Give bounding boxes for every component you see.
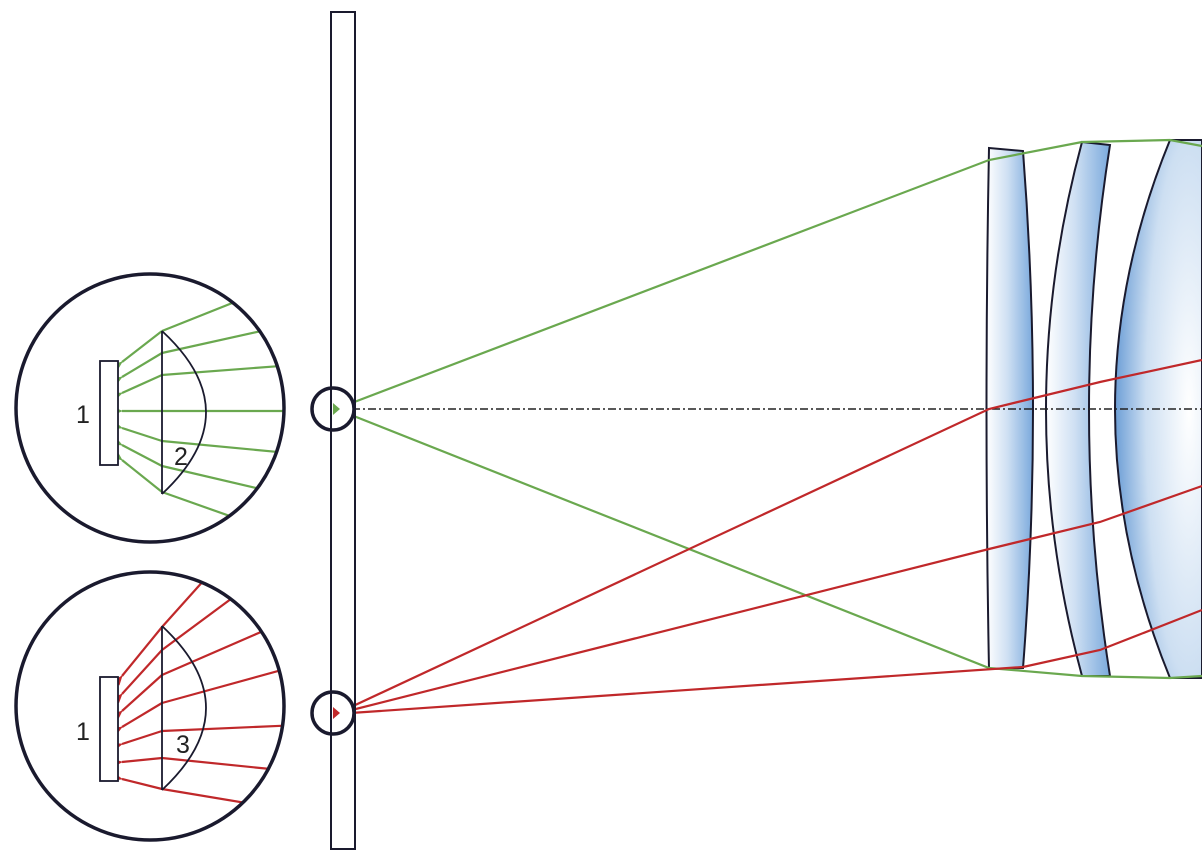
inset-bottom-ray [161, 663, 284, 705]
inset-bottom-arrow-icon [112, 674, 163, 720]
wavefront-bottom-label: 3 [176, 731, 190, 759]
inset-top-arrow-icon [112, 352, 163, 386]
on-axis-rays [335, 138, 1202, 680]
inset-top-arrow-icon [112, 330, 163, 371]
sensor-bottom [99, 676, 119, 782]
wavefront-top-label: 2 [174, 443, 188, 471]
inset-bottom-ray [161, 723, 284, 733]
detail-inset-bottom: 1 3 [14, 570, 286, 842]
inset-top-ray [161, 490, 284, 542]
sensor-bottom-label: 1 [76, 718, 90, 746]
inset-top-arrow-icon [112, 437, 163, 467]
off-axis-ray-3 [335, 608, 1202, 716]
inset-top-arrow-icon [112, 373, 163, 401]
sensor-top-label: 1 [76, 401, 90, 429]
inset-top-ray [161, 361, 284, 377]
detail-inset-top: 1 2 [14, 272, 286, 544]
inset-top-ray [161, 316, 284, 355]
inset-bottom-arrow-icon [112, 729, 163, 751]
on-axis-focus-marker [310, 386, 356, 432]
inset-top-ray [161, 464, 284, 505]
inset-bottom-ray [161, 787, 284, 814]
off-axis-rays [335, 358, 1202, 716]
wavefront-bottom-arc [161, 625, 207, 791]
inset-bottom-ray [161, 756, 284, 774]
off-axis-focus-arrow-icon [333, 707, 340, 719]
off-axis-focus-marker [310, 690, 356, 736]
wavefront-top-arc [161, 330, 207, 495]
inset-top-arrow-icon [112, 451, 163, 493]
sensor-top [99, 360, 119, 466]
inset-top-arrow-icon [112, 421, 163, 443]
on-axis-focus-arrow-icon [333, 403, 340, 415]
inset-bottom-arrow-icon [112, 772, 163, 791]
inset-top-border [14, 272, 286, 544]
off-axis-ray-1 [335, 358, 1202, 715]
inset-top-ray [161, 439, 284, 458]
on-axis-ray-lower [335, 407, 1202, 680]
inset-bottom-arrow-icon [112, 756, 163, 767]
inset-bottom-arrow-icon [112, 702, 163, 736]
inset-bottom-border [14, 570, 286, 842]
on-axis-ray-upper [335, 138, 1202, 411]
inset-bottom-arrow-icon [112, 649, 163, 704]
off-axis-ray-2 [335, 484, 1202, 716]
inset-bottom-arrow-icon [113, 626, 163, 686]
